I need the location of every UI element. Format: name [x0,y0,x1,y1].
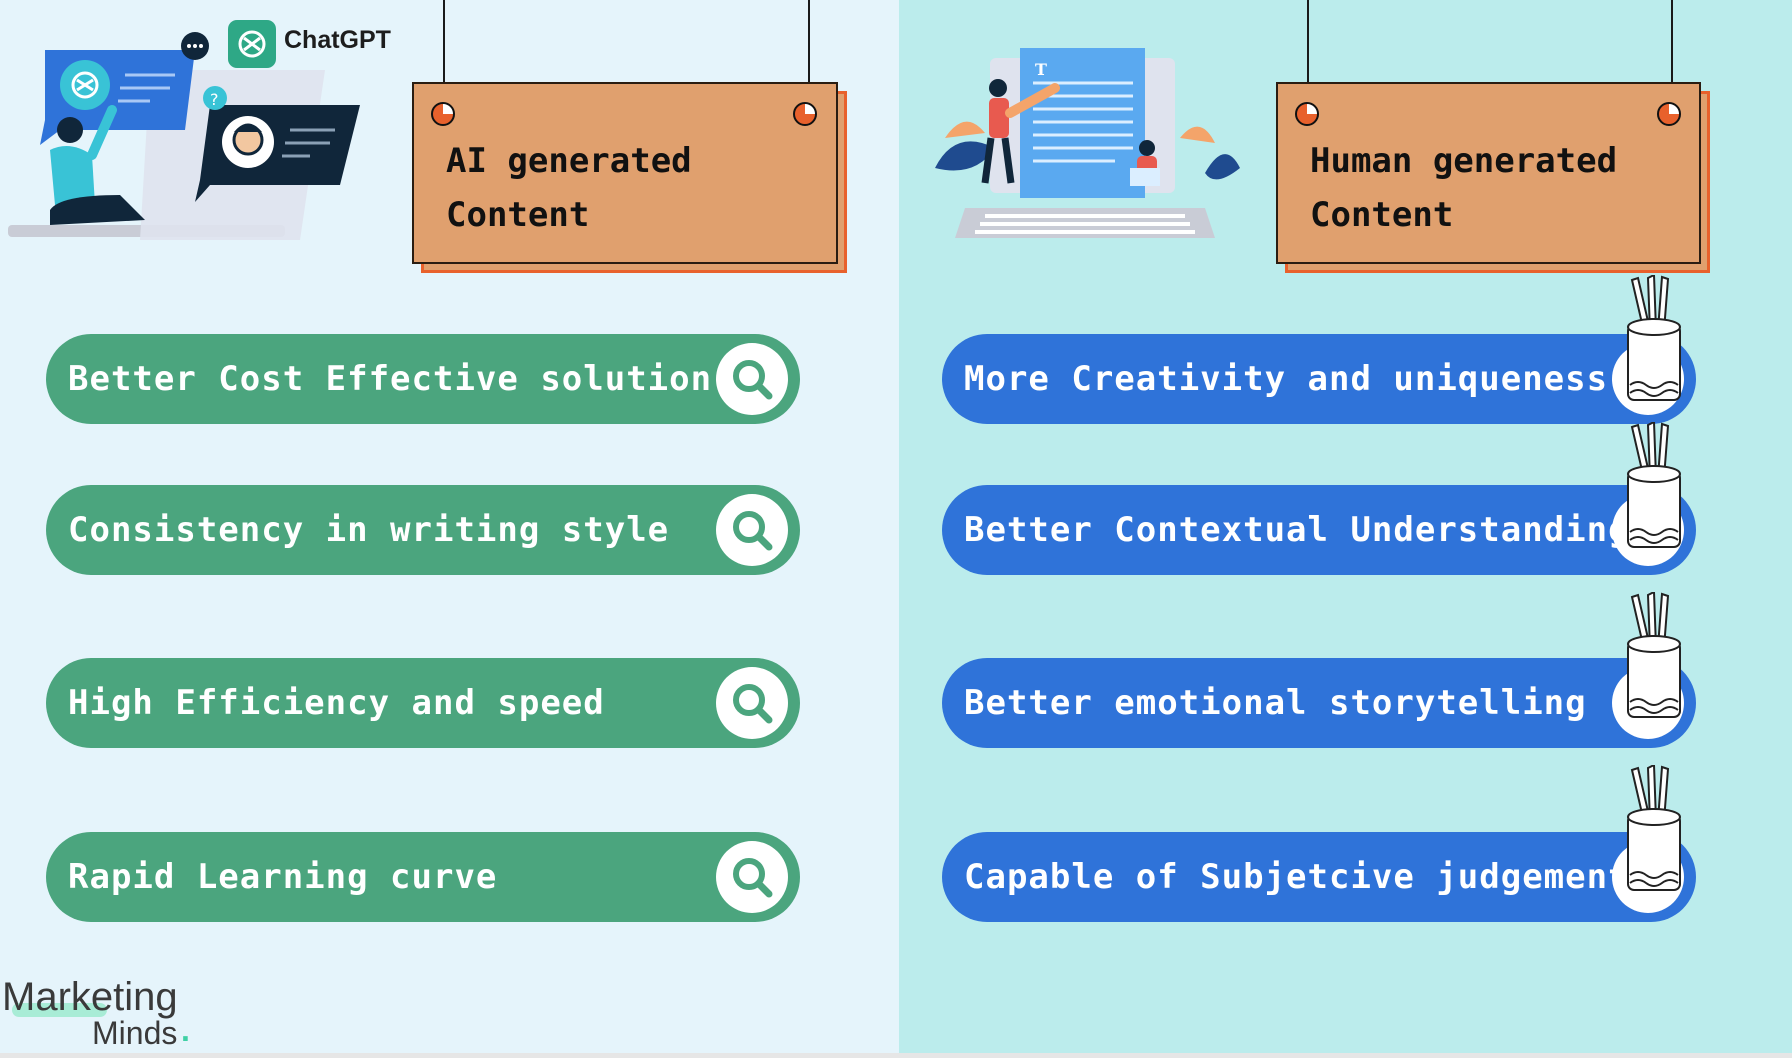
list-item-label: More Creativity and uniqueness [964,359,1609,399]
list-item: High Efficiency and speed [46,658,800,748]
pin-icon [1657,102,1681,126]
sign-string-left [1307,0,1309,100]
pencil-cup-icon [1627,275,1681,401]
chatgpt-illustration: ? [8,20,360,240]
list-item: Better Contextual Understanding [942,485,1696,575]
search-icon [716,494,788,566]
pin-icon [1295,102,1319,126]
list-item-label: Capable of Subjetcive judgement [964,857,1630,897]
pencil-cup-icon [1627,765,1681,891]
svg-text:T: T [1035,60,1047,79]
ai-content-sign: AI generated Content [412,82,847,273]
human-section-title: Human generated Content [1310,141,1618,235]
svg-text:?: ? [210,90,219,109]
pin-icon [431,102,455,126]
sign-string-left [443,0,445,100]
list-item-label: Consistency in writing style [68,510,670,550]
list-item: More Creativity and uniqueness [942,334,1696,424]
logo-line1: Marketing [2,975,178,1019]
chatgpt-label: ChatGPT [284,26,391,54]
list-item-label: Better Cost Effective solution [68,359,713,399]
list-item-label: Rapid Learning curve [68,857,498,897]
pencil-cup-icon [1627,422,1681,548]
list-item-label: Better Contextual Understanding [964,510,1630,550]
search-icon [716,841,788,913]
search-icon [716,343,788,415]
human-content-sign: Human generated Content [1276,82,1710,273]
pencil-cup-icon [1627,592,1681,718]
logo-dot: . [181,1012,190,1048]
sign-string-right [808,0,810,100]
list-item: Capable of Subjetcive judgement [942,832,1696,922]
pin-icon [793,102,817,126]
ai-section-title: AI generated Content [446,141,692,235]
list-item: Rapid Learning curve [46,832,800,922]
list-item: Consistency in writing style [46,485,800,575]
list-item: Better Cost Effective solution [46,334,800,424]
list-item: Better emotional storytelling [942,658,1696,748]
list-item-label: Better emotional storytelling [964,683,1587,723]
logo-line2: Minds [92,1015,178,1051]
list-item-label: High Efficiency and speed [68,683,605,723]
writer-illustration: T [935,48,1240,238]
sign-string-right [1671,0,1673,100]
search-icon [716,667,788,739]
